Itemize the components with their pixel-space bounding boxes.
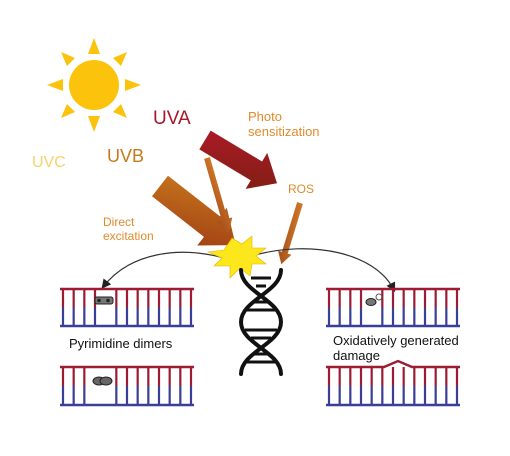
dna-strand-break xyxy=(326,359,460,407)
uvb-label: UVB xyxy=(107,146,145,166)
dna-helix-icon xyxy=(238,268,284,376)
sun-icon xyxy=(47,38,141,132)
photosensitization-label: Photo sensitization xyxy=(248,109,320,139)
dimer-lesion-top xyxy=(94,296,114,305)
pyrimidine-dimers-label: Pyrimidine dimers xyxy=(69,336,173,351)
dna-strand-oxidized xyxy=(326,287,460,328)
oxidative-damage-label: Oxidatively generated damage xyxy=(333,333,459,363)
uvb-arrow xyxy=(151,175,236,246)
uvc-label: UVC xyxy=(32,154,66,171)
dna-rungs xyxy=(245,276,277,364)
ros-label: ROS xyxy=(288,182,315,196)
ros-arrow xyxy=(278,202,303,265)
direct-arrow xyxy=(204,157,233,233)
oxidative-lesion xyxy=(365,293,383,306)
starburst-icon xyxy=(206,235,267,279)
dna-strand-dimer-bottom xyxy=(60,365,194,407)
dimer-lesion-bottom xyxy=(92,376,113,386)
direct-excitation-label: Direct excitation xyxy=(103,215,154,243)
arc-to-right-dna xyxy=(254,248,396,293)
uva-arrow xyxy=(199,130,278,189)
uva-label: UVA xyxy=(153,108,191,129)
dna-strand-dimer-top xyxy=(60,287,194,328)
arc-to-left-dna xyxy=(101,251,225,289)
